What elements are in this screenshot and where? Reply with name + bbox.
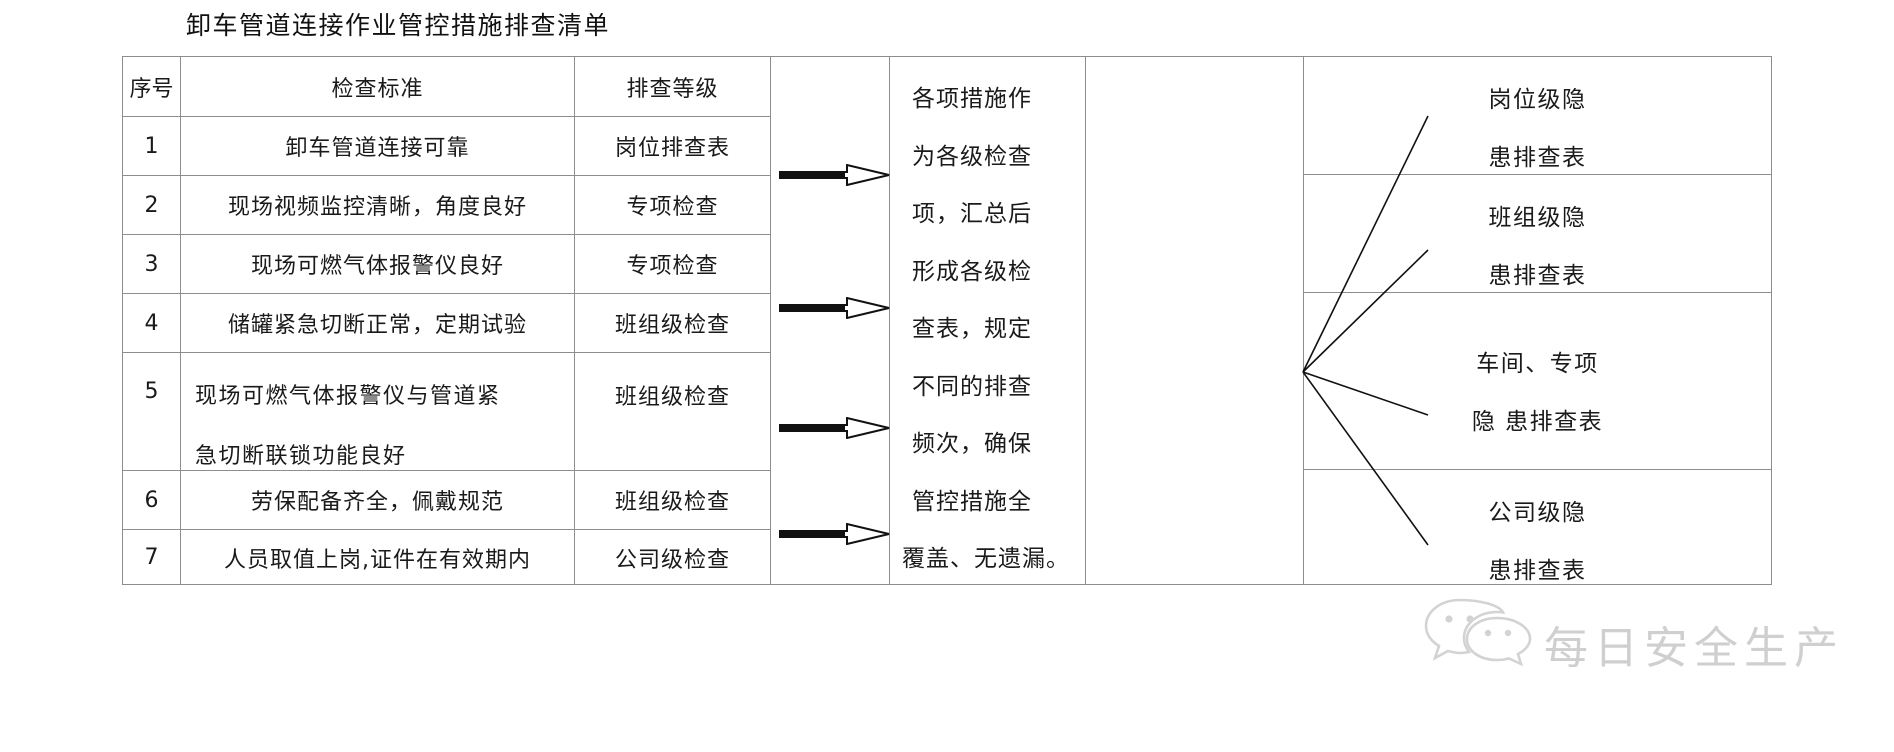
row-no: 3	[123, 235, 181, 293]
right-arrow-icon	[778, 163, 891, 187]
row-no: 1	[123, 117, 181, 175]
output-line2: 患排查表	[1488, 263, 1587, 289]
row-no: 4	[123, 294, 181, 352]
table-row: 4 储罐紧急切断正常，定期试验 班组级检查	[123, 294, 770, 353]
fan-connector-column	[1086, 56, 1304, 585]
row-standard: 劳保配备齐全，佩戴规范	[181, 471, 575, 529]
output-line1: 公司级隐	[1488, 500, 1587, 526]
output-line1: 车间、专项	[1476, 351, 1599, 377]
arrow-column	[770, 56, 890, 585]
row-level: 班组级检查	[614, 385, 730, 410]
output-line2: 隐 患排查表	[1471, 409, 1604, 435]
summary-line: 项，汇总后	[912, 201, 1032, 227]
summary-text: 各项措施作 为各级检查 项，汇总后 形成各级检 查表，规定 不同的排查 频次，确…	[890, 57, 1085, 589]
row-level: 班组级检查	[614, 313, 730, 338]
page-title: 卸车管道连接作业管控措施排查清单	[186, 11, 611, 40]
output-item: 班组级隐 患排查表	[1304, 175, 1771, 293]
right-arrow-icon	[778, 522, 891, 546]
row-level: 岗位排查表	[614, 136, 730, 161]
row-no: 2	[123, 176, 181, 234]
outputs-column: 岗位级隐 患排查表 班组级隐 患排查表 车间、专项 隐 患排查表 公司级隐 患排…	[1304, 56, 1772, 585]
table-row: 6 劳保配备齐全，佩戴规范 班组级检查	[123, 471, 770, 530]
summary-line: 形成各级检	[912, 258, 1032, 285]
row-no: 7	[123, 530, 181, 585]
output-item: 车间、专项 隐 患排查表	[1304, 293, 1771, 470]
summary-column: 各项措施作 为各级检查 项，汇总后 形成各级检 查表，规定 不同的排查 频次，确…	[890, 56, 1086, 585]
table-row: 2 现场视频监控清晰，角度良好 专项检查	[123, 176, 770, 235]
watermark-text: 每日安全生产	[1544, 623, 1844, 674]
summary-line: 管控措施全	[912, 488, 1032, 515]
checklist-table: 序号 检查标准 排查等级 1 卸车管道连接可靠 岗位排查表 2 现场视频监控清晰…	[122, 56, 770, 585]
watermark: 每日安全生产	[1420, 592, 1890, 712]
row-no: 5	[123, 353, 181, 470]
output-line2: 患排查表	[1488, 558, 1587, 584]
output-item: 公司级隐 患排查表	[1304, 470, 1771, 586]
table-row: 1 卸车管道连接可靠 岗位排查表	[123, 117, 770, 176]
row-standard-line2: 急切断联锁功能良好	[195, 444, 407, 469]
summary-line: 频次，确保	[912, 431, 1032, 457]
wechat-icon	[1424, 598, 1532, 667]
table-row: 7 人员取值上岗,证件在有效期内 公司级检查	[123, 530, 770, 585]
output-line1: 班组级隐	[1488, 205, 1587, 231]
row-standard: 现场视频监控清晰，角度良好	[181, 176, 575, 234]
right-arrow-icon	[778, 296, 891, 320]
row-standard: 现场可燃气体报警仪良好	[181, 235, 575, 293]
table-row: 3 现场可燃气体报警仪良好 专项检查	[123, 235, 770, 294]
table-row: 5 现场可燃气体报警仪与管道紧 急切断联锁功能良好 班组级检查	[123, 353, 770, 471]
row-standard: 人员取值上岗,证件在有效期内	[181, 530, 575, 585]
row-level: 专项检查	[626, 195, 719, 220]
column-header-standard: 检查标准	[181, 57, 575, 116]
summary-line: 覆盖、无遗漏。	[902, 546, 1070, 572]
table-header-row: 序号 检查标准 排查等级	[123, 57, 770, 117]
output-line1: 岗位级隐	[1488, 87, 1587, 113]
column-header-no: 序号	[123, 57, 181, 116]
output-item: 岗位级隐 患排查表	[1304, 57, 1771, 175]
row-level: 公司级检查	[614, 547, 730, 573]
row-no: 6	[123, 471, 181, 529]
row-standard: 现场可燃气体报警仪与管道紧 急切断联锁功能良好	[181, 353, 575, 470]
right-arrow-icon	[778, 416, 891, 440]
output-line2: 患排查表	[1488, 145, 1587, 171]
column-header-level: 排查等级	[626, 76, 719, 102]
row-standard: 储罐紧急切断正常，定期试验	[181, 294, 575, 352]
row-standard: 卸车管道连接可靠	[181, 117, 575, 175]
row-level: 班组级检查	[614, 490, 730, 515]
summary-line: 不同的排查	[912, 373, 1032, 400]
row-standard-line1: 现场可燃气体报警仪与管道紧	[195, 384, 501, 409]
summary-line: 查表，规定	[912, 316, 1032, 342]
summary-line: 为各级检查	[912, 143, 1032, 170]
summary-line: 各项措施作	[912, 86, 1032, 112]
control-measure-diagram: 序号 检查标准 排查等级 1 卸车管道连接可靠 岗位排查表 2 现场视频监控清晰…	[122, 56, 1772, 585]
row-level: 专项检查	[626, 254, 719, 279]
